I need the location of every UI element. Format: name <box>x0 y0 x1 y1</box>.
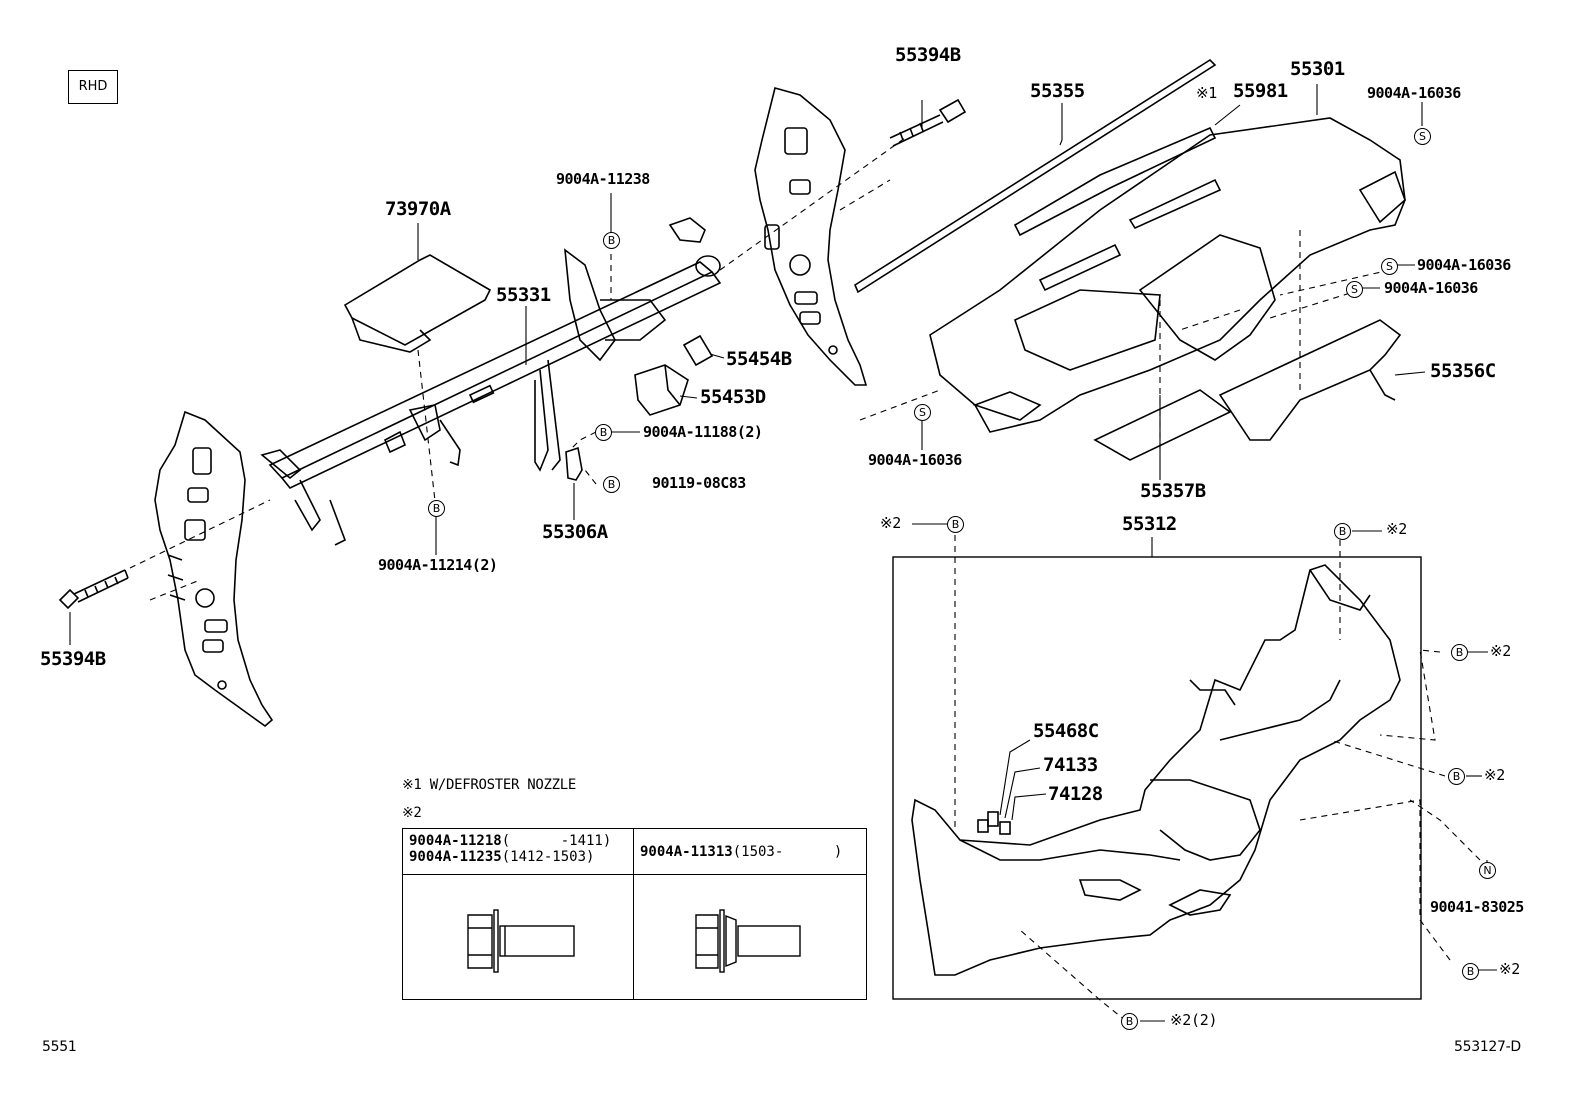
footer-right-code: 553127-D <box>1454 1039 1521 1055</box>
bolt-symbol: B <box>1334 523 1351 540</box>
note-part-11218: 9004A-11218 <box>409 833 502 849</box>
bracket-55454b <box>682 334 714 367</box>
small-parts-74133-74128 <box>977 811 1011 835</box>
label-55356c: 55356C <box>1430 360 1496 382</box>
screw-symbol: S <box>1381 258 1398 275</box>
screw-symbol: S <box>1414 128 1431 145</box>
label-55453d: 55453D <box>700 386 766 408</box>
label-55394b-bottom: 55394B <box>40 648 106 670</box>
note-part-11235: 9004A-11235 <box>409 849 502 865</box>
lower-instrument-panel-55312 <box>911 564 1401 976</box>
bolt-symbol: B <box>428 500 445 517</box>
label-note2-bottom: ※2(2) <box>1170 1011 1218 1029</box>
bolt-55394b-upper <box>889 98 967 147</box>
note-table-left-image <box>402 874 634 1000</box>
note-table-right-header: 9004A-11313(1503- ) <box>633 828 867 875</box>
right-side-bracket <box>754 87 868 386</box>
label-55301: 55301 <box>1290 58 1345 80</box>
nut-symbol: N <box>1479 862 1496 879</box>
label-9004a-11238: 9004A-11238 <box>556 170 650 188</box>
label-55454b: 55454B <box>726 348 792 370</box>
label-9004a-16036-bottom: 9004A-16036 <box>868 451 962 469</box>
screw-symbol: S <box>1346 281 1363 298</box>
label-55394b-top: 55394B <box>895 44 961 66</box>
note-range-11218: ( -1411) <box>501 833 612 849</box>
bolt-symbol: B <box>947 516 964 533</box>
label-55331: 55331 <box>496 284 551 306</box>
label-55312: 55312 <box>1122 513 1177 535</box>
label-9004a-11214: 9004A-11214(2) <box>378 556 498 574</box>
label-note1-marker: ※1 <box>1196 84 1217 102</box>
label-note2-right3: ※2 <box>1499 960 1520 978</box>
bolt-symbol: B <box>1462 963 1479 980</box>
label-74128: 74128 <box>1048 783 1103 805</box>
label-90119-08c83: 90119-08C83 <box>652 474 746 492</box>
bolt-symbol: B <box>1121 1013 1138 1030</box>
bolt-symbol: B <box>1448 768 1465 785</box>
leader-lines <box>69 84 1497 1022</box>
bolt-55394b-lower <box>58 569 129 640</box>
rhd-badge: RHD <box>68 70 118 104</box>
fastener-note-table: 9004A-11218( -1411) 9004A-11235(1412-150… <box>402 828 867 1000</box>
bolt-symbol: B <box>603 476 620 493</box>
label-73970a: 73970A <box>385 198 451 220</box>
label-note2-topright: ※2 <box>1386 520 1407 538</box>
instrument-panel-reinforcement <box>260 217 722 546</box>
assembly-dashed-lines <box>129 137 1481 1022</box>
bolt-symbol: B <box>595 424 612 441</box>
label-74133: 74133 <box>1043 754 1098 776</box>
label-note2-right2: ※2 <box>1484 766 1505 784</box>
label-55355: 55355 <box>1030 80 1085 102</box>
label-55981: 55981 <box>1233 80 1288 102</box>
airbag-73970a <box>343 254 492 353</box>
label-90041-83025: 90041-83025 <box>1430 898 1524 916</box>
note-range-11235: (1412-1503) <box>501 849 595 865</box>
insulator-55356c <box>1218 319 1402 441</box>
note-2: ※2 <box>402 805 422 821</box>
lower-panel-box <box>892 556 1422 1000</box>
pad-55357b <box>1093 389 1232 461</box>
label-55357b: 55357B <box>1140 480 1206 502</box>
label-9004a-16036-right2: 9004A-16036 <box>1384 279 1478 297</box>
bolt-symbol: B <box>1451 644 1468 661</box>
note-table-right-image <box>633 874 867 1000</box>
note-part-11313: 9004A-11313 <box>640 843 733 860</box>
note-table-left-header: 9004A-11218( -1411) 9004A-11235(1412-150… <box>402 828 634 875</box>
label-9004a-16036-top: 9004A-16036 <box>1367 84 1461 102</box>
note-range-11313: (1503- ) <box>732 843 843 860</box>
label-9004a-11188: 9004A-11188(2) <box>643 423 763 441</box>
bracket-55453d <box>634 364 689 416</box>
instrument-panel-55301 <box>853 58 1406 433</box>
bolt-symbol: B <box>603 232 620 249</box>
label-note2-right1: ※2 <box>1490 642 1511 660</box>
footer-left-code: 5551 <box>42 1039 77 1055</box>
note-1: ※1 W/DEFROSTER NOZZLE <box>402 777 577 793</box>
bracket-55306a <box>565 446 583 481</box>
screw-symbol: S <box>914 404 931 421</box>
label-9004a-16036-right1: 9004A-16036 <box>1417 256 1511 274</box>
label-55306a: 55306A <box>542 521 608 543</box>
label-note2-left: ※2 <box>880 514 901 532</box>
left-side-bracket <box>154 410 274 728</box>
label-55468c: 55468C <box>1033 720 1099 742</box>
